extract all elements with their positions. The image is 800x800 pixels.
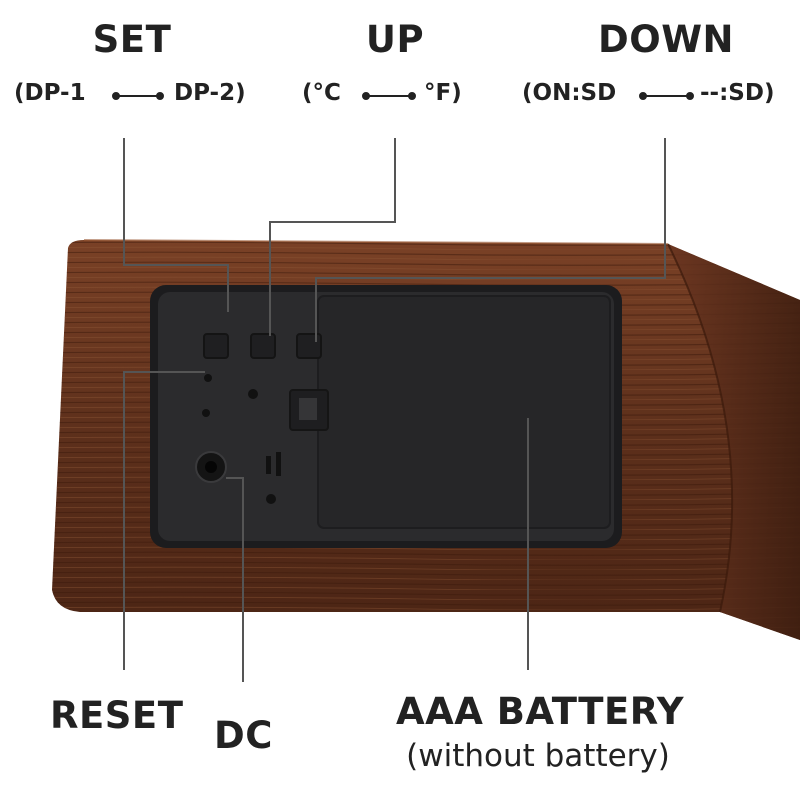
screw-hole-icon bbox=[248, 389, 258, 399]
set-dp2-label: DP-2) bbox=[174, 80, 246, 106]
back-panel bbox=[150, 285, 622, 548]
battery-polarity-icon bbox=[266, 452, 281, 476]
set-dp1-label: (DP-1 bbox=[14, 80, 86, 106]
arrow-connectors bbox=[112, 92, 694, 100]
screw-hole-icon bbox=[202, 409, 210, 417]
up-celsius-label: (°C bbox=[302, 80, 341, 106]
up-fahrenheit-label: °F) bbox=[424, 80, 462, 106]
switch-icon bbox=[289, 389, 329, 431]
battery-label: AAA BATTERY bbox=[395, 690, 685, 733]
reset-hole[interactable] bbox=[204, 374, 212, 382]
battery-note-label: (without battery) bbox=[406, 738, 670, 774]
screw-hole-icon bbox=[266, 494, 276, 504]
down-button[interactable] bbox=[296, 333, 322, 359]
set-button[interactable] bbox=[203, 333, 229, 359]
set-label: SET bbox=[92, 18, 172, 61]
down-on-sd-label: (ON:SD bbox=[522, 80, 617, 106]
dc-label: DC bbox=[214, 714, 273, 757]
dc-port[interactable] bbox=[195, 451, 227, 483]
down-off-sd-label: --:SD) bbox=[700, 80, 775, 106]
up-label: UP bbox=[365, 18, 425, 61]
reset-label: RESET bbox=[50, 694, 184, 737]
up-button[interactable] bbox=[250, 333, 276, 359]
down-label: DOWN bbox=[598, 18, 734, 61]
leader-lines bbox=[123, 138, 666, 682]
